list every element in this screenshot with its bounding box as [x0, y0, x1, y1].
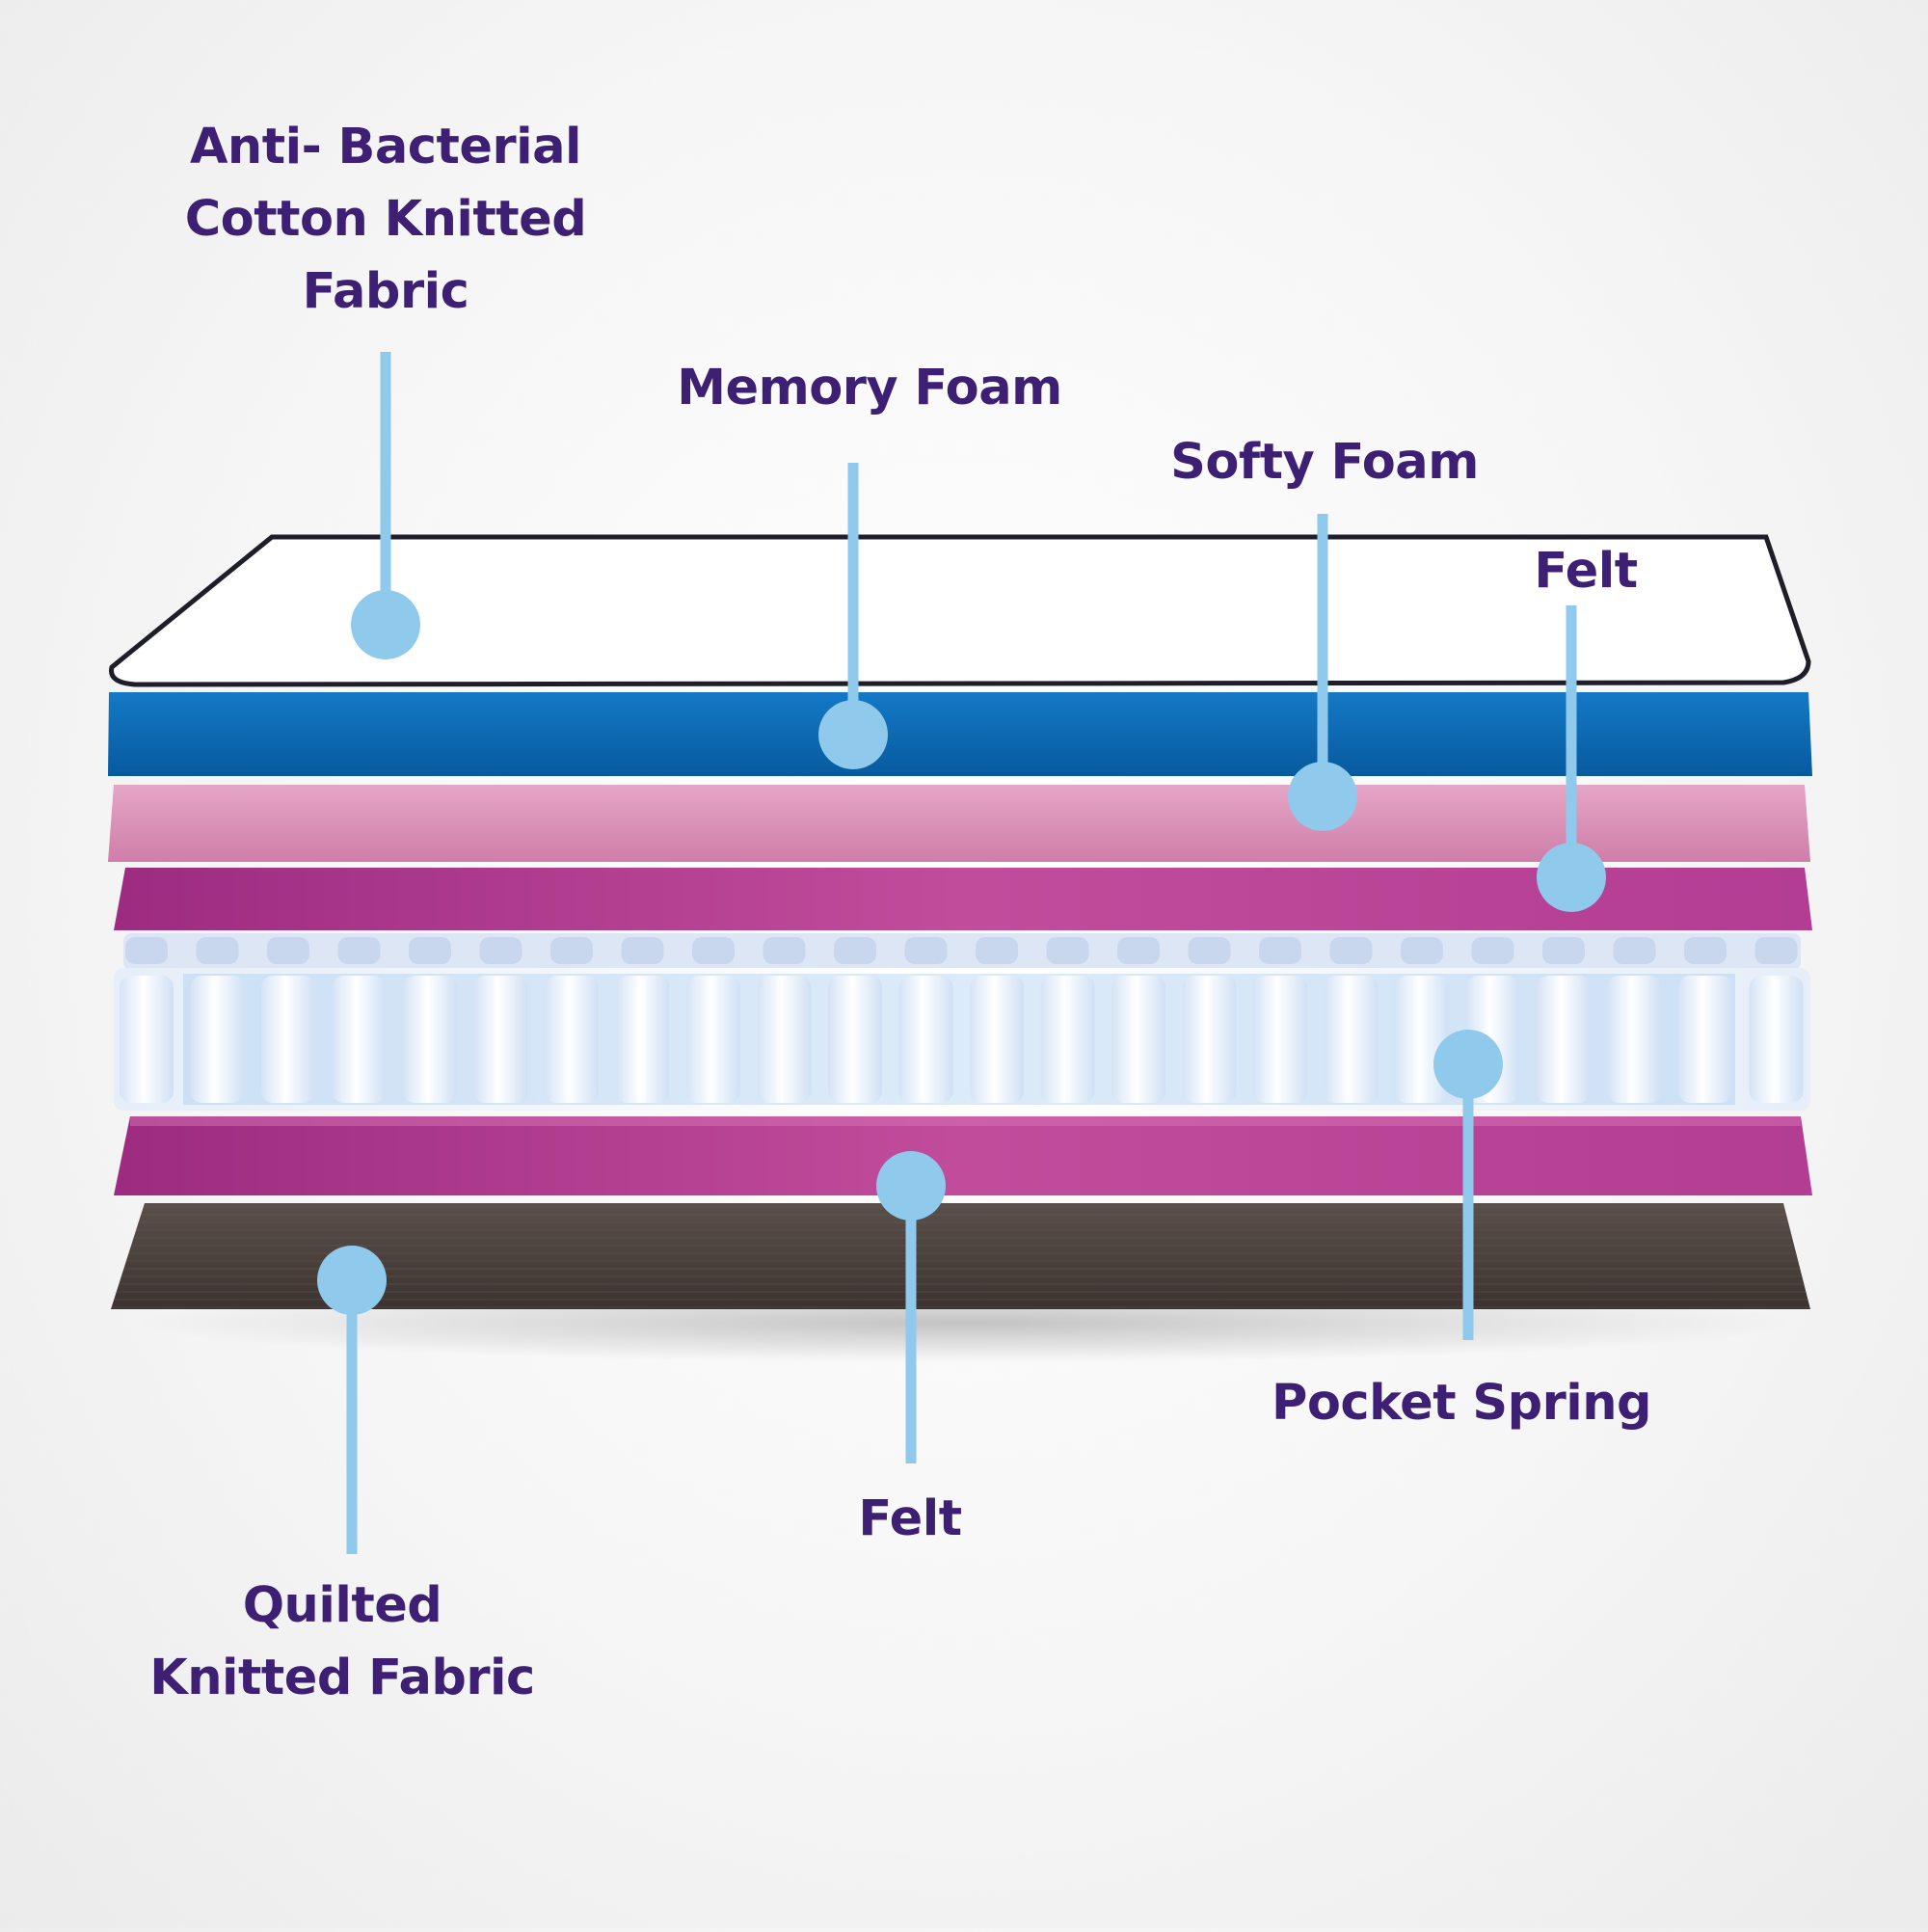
label-line: Cotton Knitted — [184, 191, 587, 248]
spring-coil-top — [479, 937, 522, 964]
spring-coil — [1253, 976, 1307, 1103]
callout-felt-bottom-dot — [876, 1151, 946, 1221]
callout-memory-foam-dot — [818, 700, 888, 769]
pocket-spring-top-band — [123, 933, 1801, 970]
memory-foam-layer — [108, 692, 1812, 776]
spring-coil-top — [976, 937, 1018, 964]
spring-coil-top — [409, 937, 451, 964]
pocket-spring-layer — [114, 933, 1810, 1111]
label-cotton-fabric: Anti- Bacterial Cotton Knitted Fabric — [185, 111, 587, 328]
spring-coil — [261, 976, 315, 1103]
quilted-fabric-texture — [111, 1203, 1810, 1309]
spring-coil — [686, 976, 740, 1103]
spring-coil — [190, 976, 245, 1103]
label-line: Quilted — [242, 1577, 442, 1634]
spring-coil-top — [1117, 937, 1160, 964]
spring-coil — [970, 976, 1024, 1103]
spring-coil-top — [1471, 937, 1514, 964]
spring-coil-top — [1684, 937, 1727, 964]
spring-coil — [828, 976, 882, 1103]
spring-coil — [1040, 976, 1095, 1103]
spring-coil-top — [1188, 937, 1231, 964]
spring-coil-top — [1329, 937, 1373, 964]
label-line: Memory Foam — [677, 360, 1062, 416]
spring-coil-top — [1542, 937, 1585, 964]
callout-felt-top-dot — [1537, 843, 1606, 912]
label-quilted-fabric: Quilted Knitted Fabric — [149, 1570, 535, 1714]
spring-coil — [1537, 976, 1591, 1103]
spring-coil-top — [125, 937, 168, 964]
callout-pocket-spring-dot — [1433, 1030, 1503, 1099]
spring-coil-top — [692, 937, 735, 964]
spring-coil-top — [267, 937, 309, 964]
callout-softy-foam-dot — [1288, 762, 1357, 831]
felt-bottom-highlight — [130, 1116, 1801, 1126]
spring-coil — [1749, 976, 1804, 1103]
label-pocket-spring: Pocket Spring — [1271, 1367, 1652, 1439]
spring-coil — [473, 976, 528, 1103]
label-line: Pocket Spring — [1271, 1375, 1652, 1432]
label-line: Anti- Bacterial — [189, 119, 582, 175]
spring-coil-top — [621, 937, 664, 964]
pocket-spring-base — [114, 968, 1810, 1111]
spring-coil-top — [904, 937, 948, 964]
spring-coil — [1182, 976, 1237, 1103]
spring-coil-top — [337, 937, 381, 964]
label-felt-top: Felt — [1534, 535, 1638, 607]
label-memory-foam: Memory Foam — [677, 352, 1062, 424]
label-felt-bottom: Felt — [858, 1483, 962, 1555]
label-line: Felt — [858, 1490, 962, 1547]
spring-coil — [615, 976, 670, 1103]
spring-coil — [757, 976, 812, 1103]
felt-top-layer — [114, 868, 1812, 930]
spring-coil-top — [1401, 937, 1443, 964]
label-line: Knitted Fabric — [149, 1650, 535, 1706]
spring-coil — [545, 976, 599, 1103]
spring-coil-top — [196, 937, 239, 964]
cotton-fabric-layer — [109, 534, 1811, 687]
spring-coil — [1324, 976, 1379, 1103]
callout-cotton-fabric-dot — [351, 590, 420, 659]
spring-coil — [1607, 976, 1662, 1103]
spring-coil-top — [763, 937, 806, 964]
spring-coil — [1678, 976, 1732, 1103]
label-line: Fabric — [302, 263, 469, 320]
spring-coil-top — [1613, 937, 1656, 964]
spring-coil — [898, 976, 953, 1103]
label-line: Softy Foam — [1170, 434, 1479, 491]
felt-bottom-layer — [114, 1116, 1812, 1195]
spring-coil-top — [1259, 937, 1301, 964]
softy-foam-layer — [108, 785, 1810, 862]
label-softy-foam: Softy Foam — [1170, 426, 1479, 498]
spring-coil — [120, 976, 174, 1103]
spring-coil — [332, 976, 387, 1103]
spring-coil — [403, 976, 457, 1103]
spring-coil-top — [1754, 937, 1798, 964]
spring-coil-top — [1046, 937, 1089, 964]
spring-coil-top — [550, 937, 593, 964]
spring-coil-top — [834, 937, 876, 964]
callout-quilted-fabric-dot — [317, 1246, 387, 1315]
spring-coil — [1111, 976, 1165, 1103]
label-line: Felt — [1534, 543, 1638, 600]
callout-lines — [317, 352, 1606, 1554]
